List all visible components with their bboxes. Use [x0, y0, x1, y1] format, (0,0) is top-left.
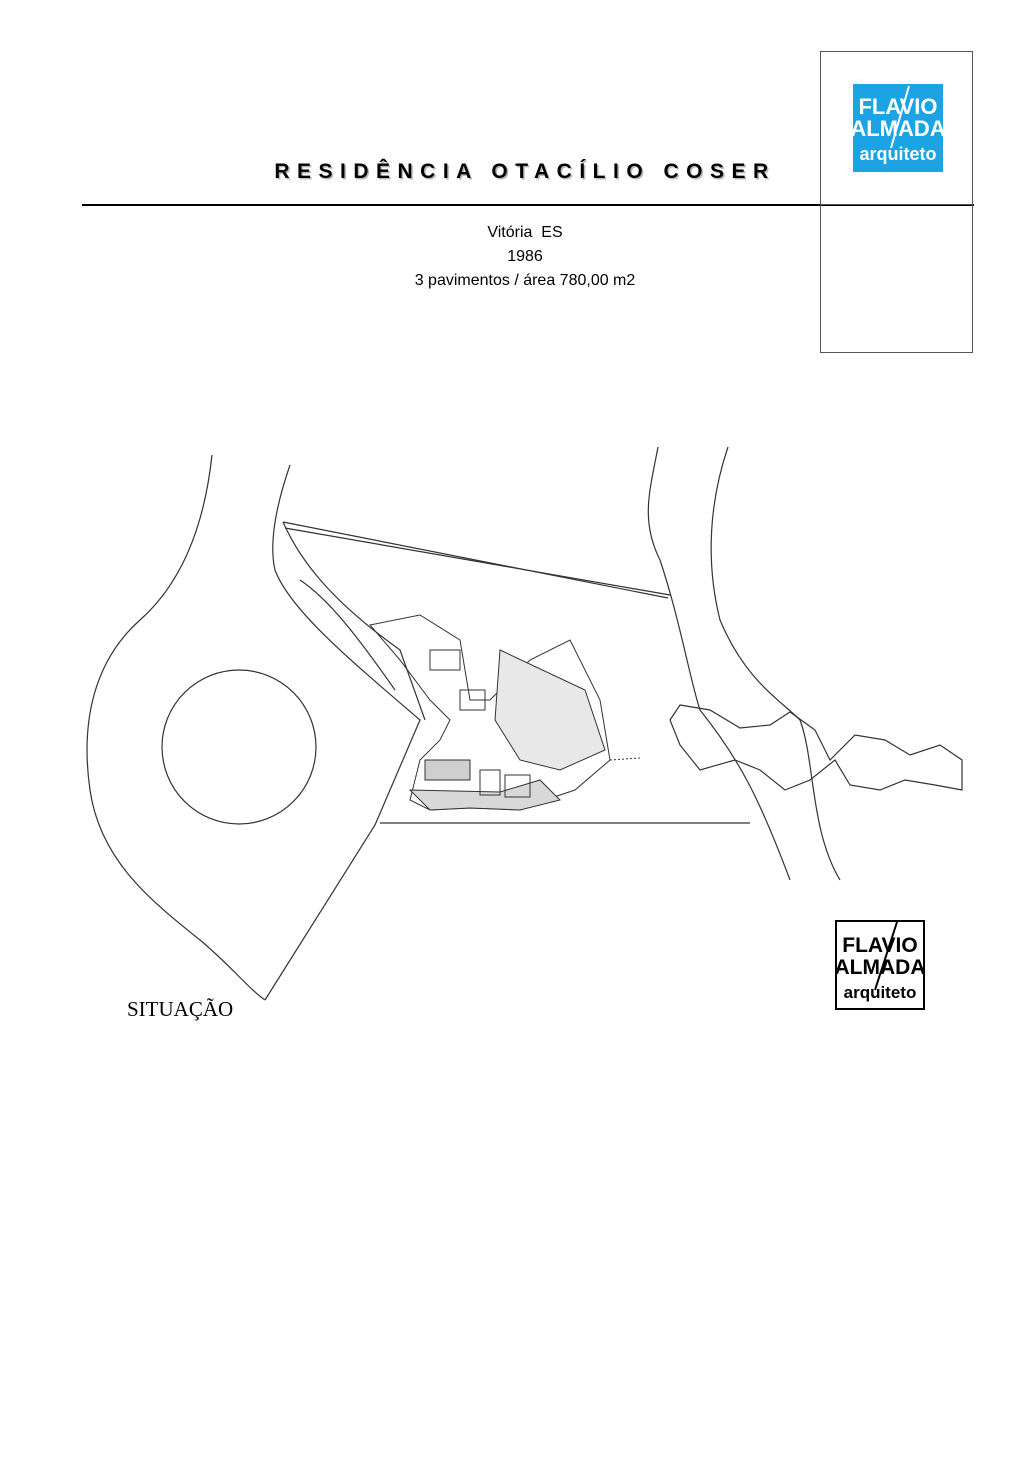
river-crossing-outline [669, 704, 963, 791]
lot-left-boundary [282, 521, 426, 721]
logo-slash [890, 85, 910, 149]
lot-top-boundary-inner [284, 527, 671, 596]
river-right-bank [710, 446, 841, 881]
house-footprint [369, 614, 641, 811]
architect-stamp-logo: FLAVIO ALMADA arquiteto [835, 920, 925, 1010]
stamp-border [835, 920, 925, 1010]
stamp-line-2: ALMADA [835, 956, 925, 979]
stamp-line-1: FLAVIO [842, 934, 917, 957]
logo-line-2: ALMADA [853, 116, 943, 141]
drawing-caption: SITUAÇÃO [127, 997, 234, 1021]
road-outer-edge [86, 454, 266, 1001]
logo-line-1: FLAVIO [858, 94, 937, 119]
logo-background [853, 84, 943, 172]
lot-top-boundary [282, 521, 669, 599]
roundabout-circle [161, 669, 317, 825]
logo-line-3: arquiteto [859, 144, 936, 164]
flavio-almada-logo: FLAVIO ALMADA arquiteto [853, 84, 943, 172]
logo-panel-divider [820, 204, 973, 205]
project-title: RESIDÊNCIA OTACÍLIO COSER [274, 160, 776, 183]
project-info: Vitória ES 1986 3 pavimentos / área 780,… [300, 221, 750, 293]
project-year: 1986 [507, 248, 543, 265]
road-inner-edge [264, 464, 421, 1001]
river-left-bank [647, 446, 791, 881]
title-divider [82, 204, 974, 206]
project-location: Vitória ES [487, 224, 563, 241]
lot-inner-line [299, 579, 396, 691]
stamp-line-3: arquiteto [844, 983, 917, 1002]
stamp-slash [874, 921, 898, 991]
logo-panel [820, 51, 973, 353]
project-details: 3 pavimentos / área 780,00 m2 [414, 272, 636, 289]
